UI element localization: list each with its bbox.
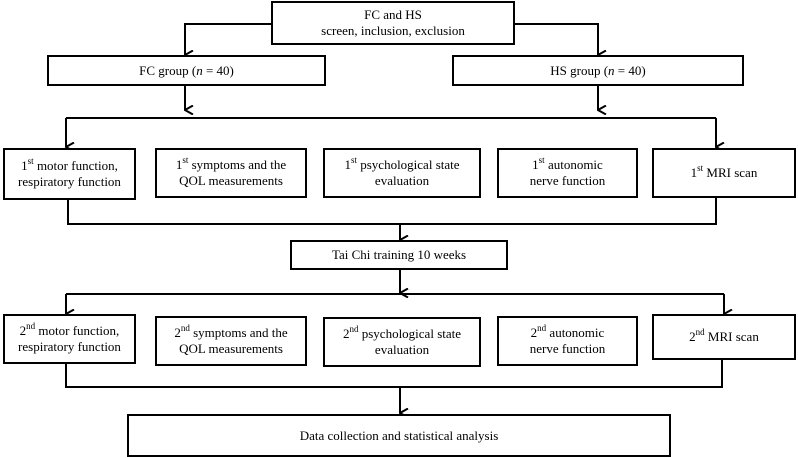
- arrow-top-to-hs: [515, 23, 598, 55]
- hs-group-box: HS group (n = 40): [452, 55, 744, 86]
- autonomic-nerve-box-2: 2nd autonomic nerve function: [497, 316, 638, 366]
- tai-chi-training-box: Tai Chi training 10 weeks: [290, 240, 508, 270]
- screening-box: FC and HS screen, inclusion, exclusion: [271, 1, 515, 45]
- screening-subtitle: screen, inclusion, exclusion: [321, 23, 465, 38]
- data-analysis-box: Data collection and statistical analysis: [127, 414, 671, 457]
- psychological-state-box-2: 2nd psychological state evaluation: [323, 317, 481, 367]
- mri-scan-box-1: 1st MRI scan: [652, 148, 796, 198]
- screening-title: FC and HS: [364, 7, 422, 22]
- fc-group-box: FC group (n = 40): [47, 55, 326, 86]
- hs-group-label: HS group (n = 40): [550, 62, 646, 78]
- arrow-top-to-fc: [184, 23, 271, 55]
- fc-group-label: FC group (n = 40): [139, 62, 234, 78]
- psychological-state-box-1: 1st psychological state evaluation: [323, 148, 481, 198]
- symptoms-qol-box-1: 1st symptoms and the QOL measurements: [155, 148, 307, 198]
- motor-respiratory-box-2: 2nd motor function, respiratory function: [3, 314, 136, 364]
- merge-line-2: [65, 360, 723, 388]
- mri-scan-box-2: 2nd MRI scan: [652, 314, 796, 360]
- autonomic-nerve-box-1: 1st autonomic nerve function: [497, 148, 638, 198]
- symptoms-qol-box-2: 2nd symptoms and the QOL measurements: [155, 316, 307, 366]
- motor-respiratory-box-1: 1st motor function, respiratory function: [3, 148, 136, 200]
- merge-line-1: [67, 198, 717, 225]
